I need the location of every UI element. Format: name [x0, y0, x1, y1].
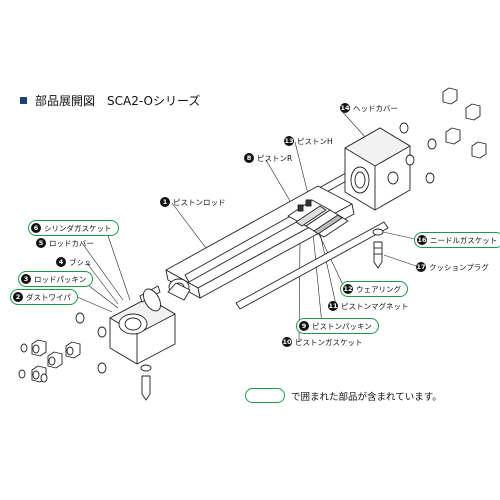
- legend-note-text: で囲まれた部品が含まれています。: [291, 391, 442, 403]
- hex-nuts-left: [18, 312, 107, 383]
- part-name: ウェアリング: [356, 284, 401, 294]
- leader-lines: [74, 108, 417, 343]
- title-square-icon: [20, 97, 27, 104]
- part-name: ピストンマグネット: [341, 301, 409, 311]
- part-name: ニードルガスケット: [430, 235, 498, 245]
- part-name: クッションプラグ: [429, 262, 489, 272]
- head-cover: [344, 127, 411, 211]
- cushion-plug-left: [140, 364, 152, 401]
- part-name: ピストンロッド: [173, 197, 226, 207]
- part-name: ヘッドカバー: [353, 103, 398, 113]
- part-number: 4: [56, 257, 66, 267]
- part-number: 8: [244, 153, 254, 163]
- legend-note: で囲まれた部品が含まれています。: [245, 388, 442, 403]
- part-name: ピストンパッキン: [312, 321, 372, 331]
- rod-cover: [109, 285, 176, 365]
- part-number: 9: [299, 321, 309, 331]
- part-name: ブシュ: [69, 257, 92, 267]
- part-name: ダストワイパ: [26, 292, 71, 302]
- part-name: ピストンガスケット: [295, 337, 363, 347]
- part-name: ロッドパッキン: [34, 274, 87, 284]
- part-name: ロッドカバー: [49, 238, 94, 248]
- part-number: 11: [328, 301, 338, 311]
- part-number: 1: [160, 197, 170, 207]
- part-number: 17: [416, 262, 426, 272]
- page-title-text: 部品展開図 SCA2-Oシリーズ: [35, 94, 201, 108]
- part-name: シリンダガスケット: [44, 223, 112, 233]
- part-name: ピストンR: [257, 153, 293, 163]
- hex-nuts-right: [399, 87, 487, 184]
- part-number: 3: [21, 274, 31, 284]
- part-number: 12: [343, 284, 353, 294]
- page-title: 部品展開図 SCA2-Oシリーズ: [20, 92, 200, 109]
- part-number: 10: [282, 337, 292, 347]
- piston-rod: [167, 207, 310, 301]
- part-number: 5: [36, 238, 46, 248]
- part-name: ピストンH: [297, 136, 333, 146]
- green-oval-icon: [245, 388, 285, 403]
- part-number: 6: [31, 223, 41, 233]
- cushion-plug: [372, 228, 384, 269]
- part-number: 2: [13, 292, 23, 302]
- part-number: 16: [417, 235, 427, 245]
- piston-assembly: [287, 199, 349, 238]
- part-number: 14: [340, 103, 350, 113]
- part-number: 13: [284, 136, 294, 146]
